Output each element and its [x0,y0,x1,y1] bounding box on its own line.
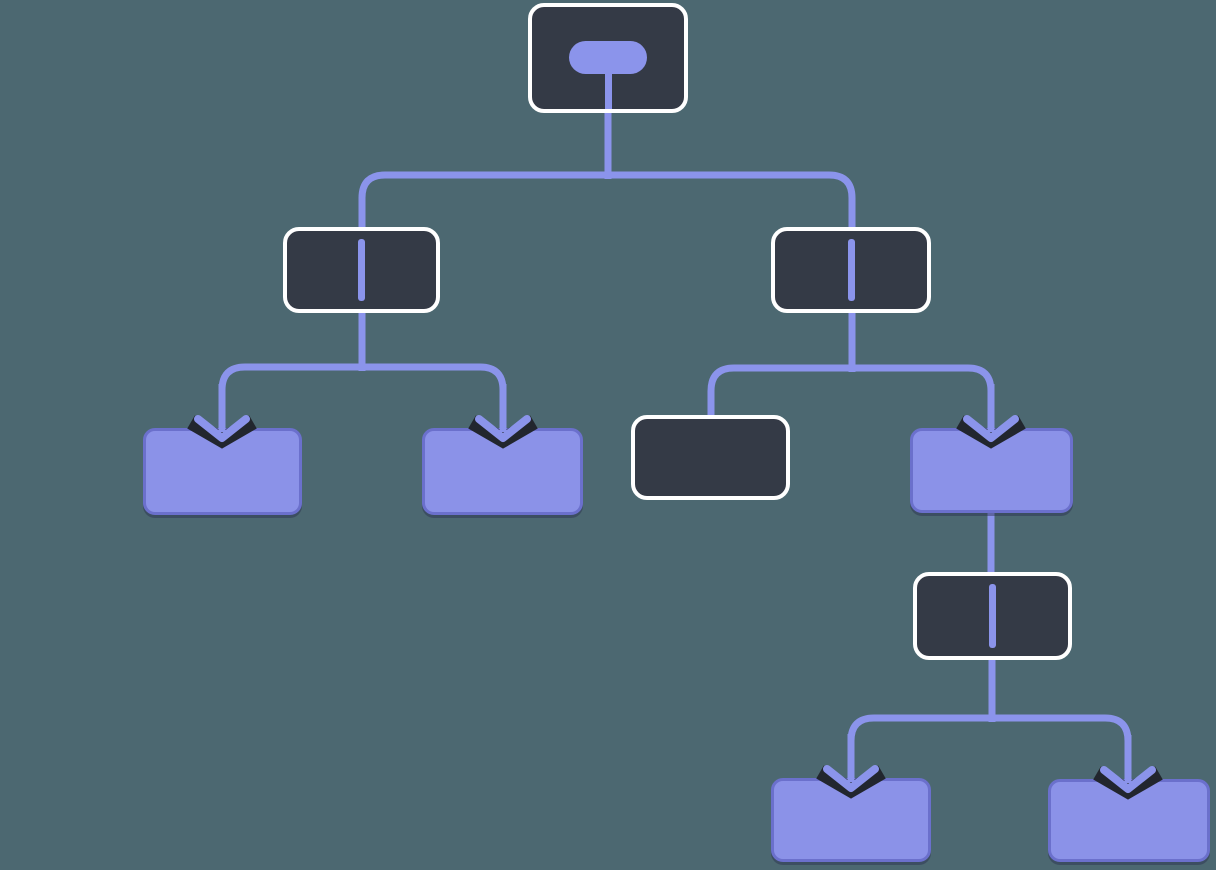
edge-left-split [218,363,507,428]
node-mid-dark[interactable] [631,415,790,500]
node-leaf-1[interactable] [143,428,302,515]
node-leaf-4[interactable] [1048,779,1210,862]
node-branch-bottom[interactable] [913,572,1072,660]
edge-right-split [707,364,995,428]
node-mid-purple[interactable] [910,428,1073,513]
pill-icon [569,41,647,74]
node-leaf-3[interactable] [771,778,931,862]
vertical-bar-icon [847,239,855,301]
vertical-bar-icon [989,584,996,648]
vertical-bar-icon [358,239,365,301]
edge-root-split [358,171,856,232]
node-leaf-2[interactable] [422,428,583,515]
pill-stem-icon [604,67,612,109]
node-root[interactable] [528,3,688,113]
node-branch-right[interactable] [771,227,931,313]
node-branch-left[interactable] [283,227,440,313]
edge-bottom-split [847,714,1132,779]
